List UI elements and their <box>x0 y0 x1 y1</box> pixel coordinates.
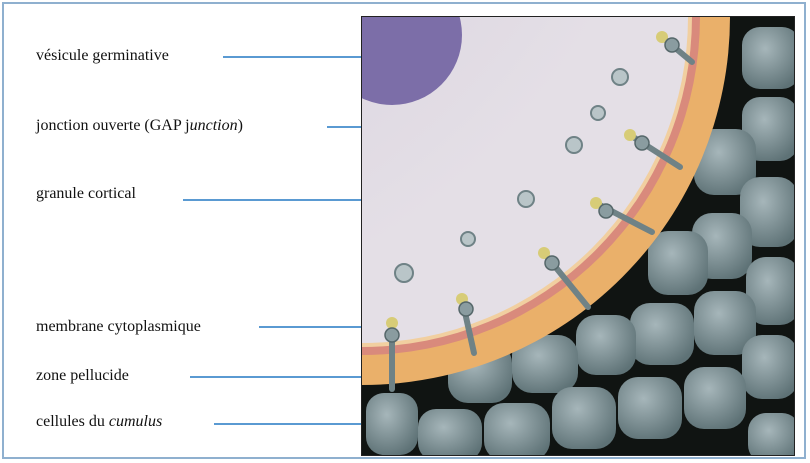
label-cellules-cumulus: cellules du cumulus <box>36 413 162 431</box>
cumulus-cell <box>418 409 482 456</box>
cortical-granule <box>518 191 534 207</box>
label-vesicule-germinative: vésicule germinative <box>36 47 169 65</box>
cumulus-cell <box>648 231 708 295</box>
cumulus-cell <box>684 367 746 429</box>
cumulus-cell <box>742 335 795 399</box>
cumulus-cell <box>742 27 795 89</box>
cortical-granule <box>566 137 582 153</box>
cortical-granule <box>612 69 628 85</box>
cumulus-cell <box>748 413 795 456</box>
cortical-granule <box>591 106 605 120</box>
cortical-granule <box>461 232 475 246</box>
cumulus-cell <box>484 403 550 456</box>
label-granule-cortical: granule cortical <box>36 185 136 203</box>
cortical-granule <box>395 264 413 282</box>
cumulus-cell <box>552 387 616 449</box>
label-membrane-cytoplasmique: membrane cytoplasmique <box>36 318 201 336</box>
cumulus-cell <box>366 393 418 455</box>
oocyte-illustration <box>361 16 795 456</box>
leader-line-membrane <box>259 326 377 328</box>
label-zone-pellucide: zone pellucide <box>36 367 129 385</box>
cumulus-cell <box>630 303 694 365</box>
label-jonction-ouverte: jonction ouverte (GAP junction) <box>36 117 243 135</box>
oocyte-svg <box>362 17 795 456</box>
cumulus-cell <box>618 377 682 439</box>
cumulus-cell <box>576 315 636 375</box>
leader-line-zone <box>190 376 374 378</box>
leader-line-cumulus <box>214 423 372 425</box>
